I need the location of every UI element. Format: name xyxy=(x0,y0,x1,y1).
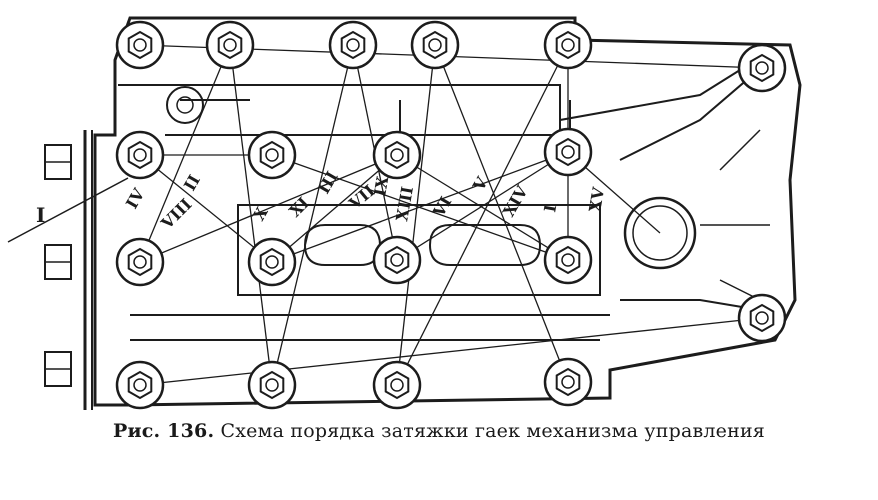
caption-text: Схема порядка затяжки гаек механизма упр… xyxy=(220,420,765,442)
nut xyxy=(115,130,165,180)
nut xyxy=(328,20,378,70)
sequence-line xyxy=(396,44,436,386)
sequence-line xyxy=(229,44,273,386)
numeral-i: I xyxy=(540,203,560,214)
nuts-layer xyxy=(115,20,787,410)
sequence-line xyxy=(396,44,569,386)
caption-prefix: Рис. 136. xyxy=(113,420,215,442)
sequence-line xyxy=(139,44,231,263)
numeral-ix: IX xyxy=(370,174,392,197)
nut xyxy=(410,20,460,70)
numeral-xiii: XIII xyxy=(392,185,417,223)
nut xyxy=(247,360,297,410)
sequence-line xyxy=(139,317,763,386)
sequence-line xyxy=(271,154,569,261)
nut xyxy=(247,130,297,180)
numeral-x: X xyxy=(249,203,272,224)
figure-caption: Рис. 136. Схема порядка затяжки гаек мех… xyxy=(0,420,878,450)
nut xyxy=(115,360,165,410)
order-numerals: IV II VIII X XI III VII IX XIII VI V XIV… xyxy=(122,168,608,233)
sequence-line xyxy=(396,151,569,261)
nut xyxy=(543,357,593,407)
numeral-v: V xyxy=(469,173,492,195)
nut xyxy=(543,20,593,70)
nut xyxy=(372,235,422,285)
sequence-line xyxy=(434,44,569,383)
sequence-line xyxy=(271,154,398,263)
nut xyxy=(247,237,297,287)
numeral-xiv: XIV xyxy=(499,182,532,220)
numeral-viii: VIII xyxy=(157,195,196,234)
callout: I xyxy=(7,177,129,243)
numeral-xv: XV xyxy=(585,185,608,213)
nut xyxy=(737,293,787,343)
numeral-iv: IV xyxy=(122,185,149,212)
tightening-order-diagram: IV II VIII X XI III VII IX XIII VI V XIV… xyxy=(7,16,802,410)
tightening-sequence-lines xyxy=(139,44,763,386)
small-hole xyxy=(166,86,204,124)
numeral-vi: VI xyxy=(429,193,456,221)
nut xyxy=(372,360,422,410)
nut xyxy=(543,127,593,177)
side-bolt-heads xyxy=(44,144,72,387)
sequence-line xyxy=(139,154,273,263)
sequence-line xyxy=(396,154,569,261)
sequence-line xyxy=(271,44,354,386)
nut xyxy=(372,130,422,180)
numeral-xi: XI xyxy=(285,193,313,221)
sequence-line xyxy=(139,154,398,263)
housing-outline xyxy=(83,16,802,410)
callout-label: I xyxy=(36,203,45,227)
nut xyxy=(115,20,165,70)
nut xyxy=(115,237,165,287)
center-boss xyxy=(623,196,697,270)
nut xyxy=(737,43,787,93)
nut xyxy=(543,235,593,285)
nut xyxy=(205,20,255,70)
